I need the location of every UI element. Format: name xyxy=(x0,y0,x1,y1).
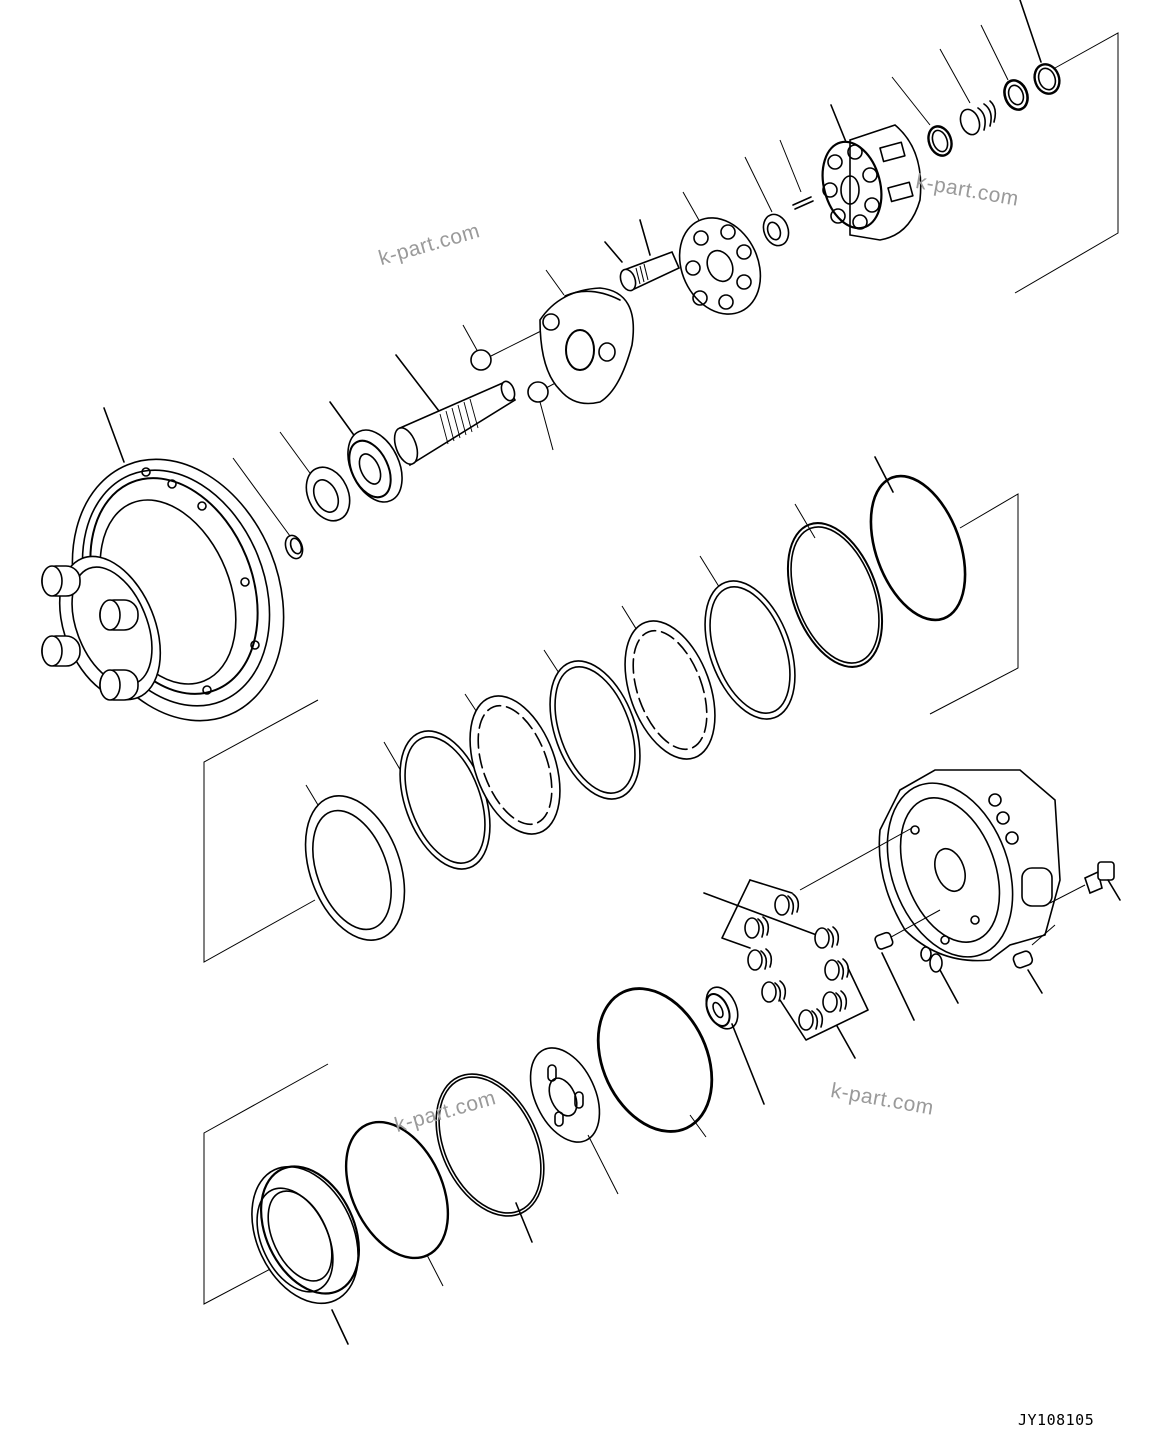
part-friction-disc-1[interactable] xyxy=(453,684,577,847)
part-spring[interactable] xyxy=(939,48,997,137)
part-snap-ring[interactable] xyxy=(1019,0,1063,97)
drawing-id-label: JY108105 xyxy=(1018,1411,1095,1429)
part-o-ring-thin[interactable] xyxy=(415,1057,565,1243)
part-o-ring-small[interactable] xyxy=(920,946,959,1004)
part-oil-seal[interactable] xyxy=(279,431,358,528)
row-1-group xyxy=(35,0,1119,753)
row-3-group xyxy=(203,766,1121,1345)
part-plate-outer-2[interactable] xyxy=(533,649,657,812)
row-2-group xyxy=(203,456,1019,963)
housing-studs xyxy=(41,565,139,701)
part-o-ring-large-1[interactable] xyxy=(770,503,900,680)
part-bushing[interactable] xyxy=(232,457,306,561)
part-springs-set-a[interactable] xyxy=(703,827,913,971)
part-ball-upper[interactable] xyxy=(462,324,546,371)
part-swash-plate[interactable] xyxy=(539,269,635,405)
part-dowel-pin[interactable] xyxy=(874,909,941,1021)
part-motor-housing[interactable] xyxy=(35,407,322,753)
part-brake-ring[interactable] xyxy=(287,782,423,954)
part-output-shaft[interactable] xyxy=(390,354,517,467)
part-ball-bearing[interactable] xyxy=(329,401,413,511)
part-o-ring-large-2[interactable] xyxy=(853,456,983,633)
bracket-line-bottom xyxy=(203,1063,329,1305)
part-valve-cover[interactable] xyxy=(865,766,1061,975)
part-spherical-bushing[interactable] xyxy=(744,156,793,249)
part-retainer-plate[interactable] xyxy=(664,191,775,327)
part-plug[interactable] xyxy=(1049,861,1121,904)
part-plug-small[interactable] xyxy=(1012,924,1056,994)
part-spacer-ring[interactable] xyxy=(980,24,1031,113)
part-piston-spring[interactable] xyxy=(604,219,681,293)
bracket-line-right xyxy=(929,493,1019,715)
part-plate-outer-1[interactable] xyxy=(383,719,507,882)
part-cylinder-block[interactable] xyxy=(814,104,922,241)
part-washer[interactable] xyxy=(891,76,955,159)
part-springs-set-b[interactable] xyxy=(761,958,869,1059)
bracket-line-left xyxy=(203,699,319,963)
part-o-ring-thick[interactable] xyxy=(576,970,734,1150)
part-bearing-small[interactable] xyxy=(700,982,765,1105)
part-pin[interactable] xyxy=(779,139,814,210)
part-plate-outer-3[interactable] xyxy=(688,555,812,731)
bracket-line-top xyxy=(1014,32,1119,294)
part-o-ring-medium[interactable] xyxy=(326,1106,468,1287)
part-valve-plate[interactable] xyxy=(517,1037,619,1195)
part-friction-disc-2[interactable] xyxy=(608,605,732,771)
part-brake-piston[interactable] xyxy=(231,1149,379,1345)
